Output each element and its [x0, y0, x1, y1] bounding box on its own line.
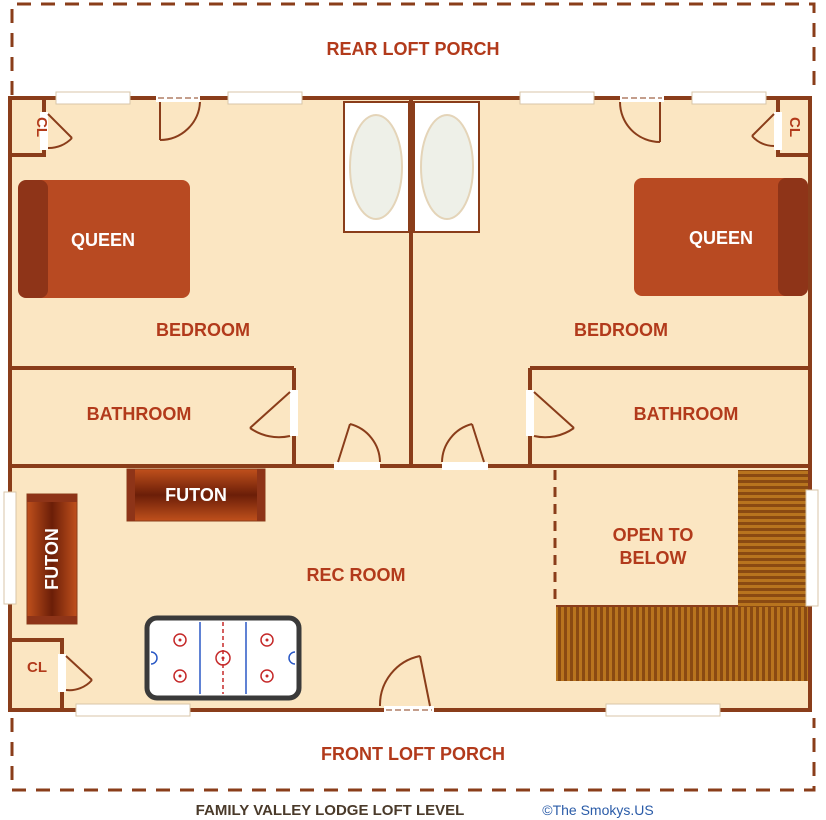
- queen-bed-left: [18, 180, 190, 298]
- futon-top: [126, 468, 266, 522]
- futon-side: [26, 493, 78, 625]
- bathtub-right: [413, 101, 480, 233]
- closet-top-left-label: CL: [33, 117, 50, 137]
- futon-side-label: FUTON: [42, 528, 62, 590]
- futon-top-label: FUTON: [165, 485, 227, 505]
- bedroom-right-label: BEDROOM: [574, 320, 668, 340]
- front-porch-label: FRONT LOFT PORCH: [321, 744, 505, 764]
- rear-porch-label: REAR LOFT PORCH: [327, 39, 500, 59]
- rear-porch: [10, 2, 816, 95]
- closet-bottom-left-label: CL: [27, 659, 47, 676]
- queen-right-label: QUEEN: [689, 228, 753, 248]
- bathroom-right-label: BATHROOM: [634, 404, 739, 424]
- open-below-label-line2: BELOW: [620, 548, 687, 568]
- air-hockey-table: [144, 615, 302, 701]
- stairs-horizontal: [556, 607, 808, 681]
- queen-bed-right: [634, 178, 808, 296]
- bathroom-left-label: BATHROOM: [87, 404, 192, 424]
- rec-room-label: REC ROOM: [307, 565, 406, 585]
- queen-left-label: QUEEN: [71, 230, 135, 250]
- plan-title: FAMILY VALLEY LODGE LOFT LEVEL: [196, 802, 465, 819]
- bedroom-left-label: BEDROOM: [156, 320, 250, 340]
- closet-top-right-label: CL: [786, 117, 803, 137]
- copyright-text: ©The Smokys.US: [542, 802, 653, 818]
- front-porch: [10, 718, 816, 792]
- bathtub-left: [343, 101, 410, 233]
- doors: [40, 95, 782, 714]
- open-below-label-line1: OPEN TO: [613, 525, 694, 545]
- windows: [3, 91, 819, 717]
